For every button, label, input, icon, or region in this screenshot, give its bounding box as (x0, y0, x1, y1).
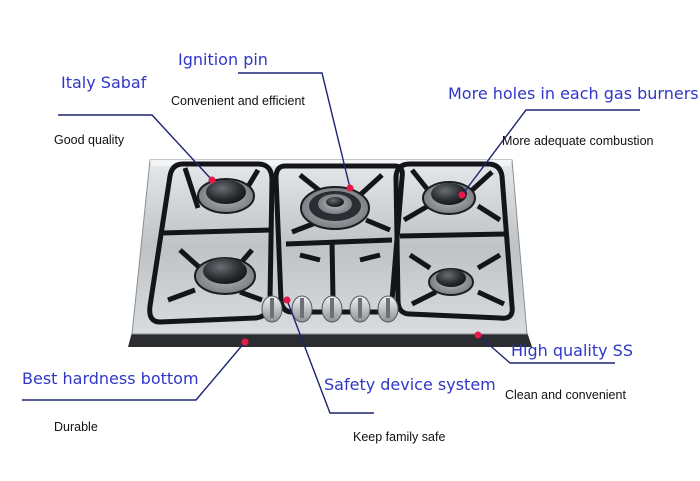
marker-holes (458, 191, 466, 199)
marker-ignition (346, 184, 354, 192)
burner-top-left (197, 178, 255, 214)
italy-desc: Good quality (54, 133, 125, 147)
leader-ignition (238, 72, 351, 189)
marker-ss (474, 331, 482, 339)
holes-desc: More adequate combustion (502, 134, 654, 148)
leader-safety (286, 299, 374, 414)
leader-hardness (22, 341, 246, 401)
safety-title: Safety device system (324, 375, 496, 394)
leader-holes (461, 109, 640, 196)
leader-ss (477, 334, 615, 364)
safety-desc: Keep family safe (353, 430, 446, 444)
burner-top-right (422, 181, 476, 215)
burner-bottom-right (428, 268, 474, 296)
marker-hardness (241, 338, 249, 346)
red-markers (208, 176, 482, 346)
leader-lines (22, 72, 640, 414)
hardness-title: Best hardness bottom (22, 369, 199, 388)
holes-title: More holes in each gas burners (448, 84, 699, 103)
marker-italy (208, 176, 216, 184)
hardness-desc: Durable (54, 420, 98, 434)
italy-title: Italy Sabaf (61, 73, 147, 92)
burner-bottom-left (194, 257, 256, 295)
pan-support-grates (147, 161, 515, 325)
control-knobs (261, 295, 399, 323)
ss-title: High quality SS (511, 341, 633, 360)
ss-desc: Clean and convenient (505, 388, 626, 402)
ignition-title: Ignition pin (178, 50, 268, 69)
ignition-desc: Convenient and efficient (171, 94, 305, 108)
marker-safety (283, 296, 291, 304)
burner-center-wok (300, 186, 370, 230)
leader-italy (58, 114, 213, 181)
